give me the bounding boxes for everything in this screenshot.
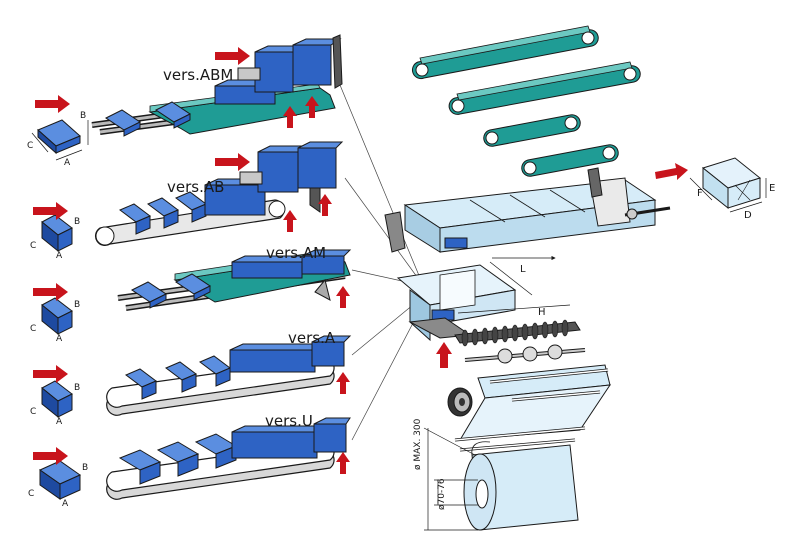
version-u-group: B A C vers.U <box>28 412 351 509</box>
product-sample-abm: B A C <box>27 111 89 168</box>
products-a <box>125 335 352 400</box>
dim-b-label: B <box>74 383 80 393</box>
flow-arrow-icon <box>33 447 68 465</box>
dim-c-label: C <box>30 324 36 334</box>
version-label-u: vers.U <box>265 412 313 430</box>
products-u <box>118 417 351 485</box>
dim-a-label: A <box>62 499 69 509</box>
sealing-section <box>384 167 671 253</box>
products-am <box>131 249 352 309</box>
forming-box <box>396 264 517 368</box>
dim-f-label: F <box>697 188 703 199</box>
dim-h-label: H <box>538 307 546 318</box>
up-arrow-icon <box>283 210 297 232</box>
flow-arrow-icon <box>215 47 250 65</box>
up-arrow-icon <box>336 372 350 394</box>
dim-c-label: C <box>28 489 34 499</box>
dim-c-label: C <box>30 241 36 251</box>
up-arrow-icon <box>336 452 350 474</box>
flow-arrow-icon <box>33 283 68 301</box>
small-reel <box>447 387 473 417</box>
up-arrow-icon <box>436 342 452 368</box>
product-sample-u: B A C <box>28 460 88 509</box>
top-belts <box>411 25 641 177</box>
version-ab-group: B A C vers.AB <box>30 141 344 261</box>
flow-arrow-icon <box>655 163 688 180</box>
up-arrow-icon <box>318 194 332 216</box>
dim-b-label: B <box>80 111 86 121</box>
film-rollers <box>454 319 586 364</box>
flow-arrow-icon <box>35 95 70 113</box>
output-package: E F D <box>655 157 775 221</box>
dim-l-label: L <box>520 264 526 275</box>
dim-b-label: B <box>82 463 88 473</box>
dim-a-label: A <box>64 158 71 168</box>
version-label-ab: vers.AB <box>167 178 224 196</box>
flow-arrow-icon <box>33 202 68 220</box>
dim-b-label: B <box>74 300 80 310</box>
version-label-a: vers.A <box>288 329 336 347</box>
dim-a-label: A <box>56 251 63 261</box>
product-sample-ab: B A C <box>30 214 80 261</box>
up-arrow-icon <box>305 96 319 118</box>
dim-b-label: B <box>74 217 80 227</box>
flow-arrow-icon <box>33 365 68 383</box>
up-arrow-icon <box>336 286 350 308</box>
reel-core-diameter-label: ø70-76 <box>437 478 447 510</box>
dim-e-label: E <box>769 183 775 194</box>
version-label-am: vers.AM <box>266 244 326 262</box>
reel-max-diameter-label: ø MAX. 300 <box>413 418 423 470</box>
version-label-abm: vers.ABM <box>163 66 233 84</box>
dim-c-label: C <box>27 141 33 151</box>
dimension-lines <box>457 255 571 314</box>
products-abm <box>105 38 342 137</box>
dim-a-label: A <box>56 417 63 427</box>
dim-a-label: A <box>56 334 63 344</box>
products-ab <box>119 141 344 235</box>
version-am-group: B A C vers.AM <box>30 244 352 344</box>
product-sample-a: B A C <box>30 380 80 427</box>
dim-d-label: D <box>744 210 752 221</box>
dim-c-label: C <box>30 407 36 417</box>
film-reel <box>463 441 579 531</box>
version-abm-group: B A C <box>27 34 343 168</box>
film-web <box>454 364 612 452</box>
product-sample-am: B A C <box>30 297 80 344</box>
connector-lines <box>339 84 429 441</box>
flow-arrow-icon <box>215 153 250 171</box>
reel-dimensions <box>423 427 478 531</box>
up-arrow-icon <box>283 106 297 128</box>
version-a-group: B A C vers.A <box>30 329 352 427</box>
